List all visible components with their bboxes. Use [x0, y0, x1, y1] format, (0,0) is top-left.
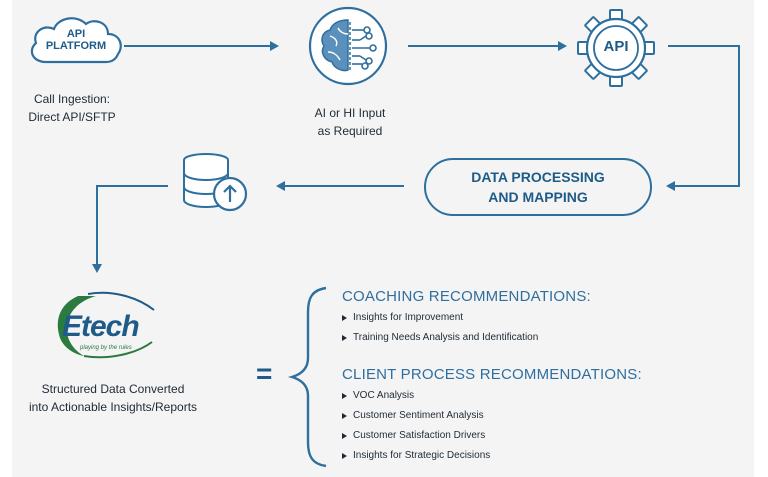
list-item: Customer Satisfaction Drivers: [342, 426, 490, 446]
api-platform-line1: API: [66, 28, 86, 40]
ingestion-line2: Direct API/SFTP: [28, 110, 116, 124]
bullet-triangle-icon: [342, 433, 347, 439]
data-processing-line1: DATA PROCESSING: [471, 169, 605, 185]
list-item: Insights for Improvement: [342, 308, 538, 328]
connector-cloud-brain: [124, 45, 272, 47]
list-item-text: Customer Satisfaction Drivers: [353, 430, 486, 441]
list-item: Customer Sentiment Analysis: [342, 406, 490, 426]
list-item-text: VOC Analysis: [353, 390, 415, 401]
equals-sign: =: [256, 358, 273, 389]
brain-icon: [308, 6, 388, 86]
curly-brace-icon: [287, 286, 327, 468]
database-upload-icon: [183, 153, 248, 212]
list-item: Insights for Strategic Decisions: [342, 446, 490, 466]
api-platform-label: API PLATFORM: [28, 16, 124, 64]
ai-input-line1: AI or HI Input: [314, 106, 386, 120]
arrow-head-left: [666, 181, 675, 191]
connector-gear-right: [668, 45, 740, 47]
connector-database-left: [96, 185, 168, 187]
client-process-heading: CLIENT PROCESS RECOMMENDATIONS:: [342, 366, 642, 383]
connector-processing-database: [284, 185, 404, 187]
list-item-text: Insights for Improvement: [353, 312, 464, 323]
arrow-head-down: [92, 264, 102, 273]
data-processing-box: DATA PROCESSING AND MAPPING: [424, 158, 652, 216]
gear-icon: [577, 9, 655, 87]
connector-down: [96, 185, 98, 265]
connector-to-processing: [674, 185, 740, 187]
list-item-text: Customer Sentiment Analysis: [353, 410, 484, 421]
diagram-canvas: [12, 0, 754, 477]
list-item: VOC Analysis: [342, 386, 490, 406]
structured-line1: Structured Data Converted: [41, 382, 185, 396]
bullet-triangle-icon: [342, 413, 347, 419]
bullet-triangle-icon: [342, 393, 347, 399]
api-platform-line2: PLATFORM: [45, 40, 107, 52]
arrow-head-right: [558, 41, 567, 51]
etech-logo-icon: [57, 291, 155, 359]
ai-input-line2: as Required: [317, 124, 383, 138]
list-item-text: Insights for Strategic Decisions: [353, 450, 491, 461]
bullet-triangle-icon: [342, 453, 347, 459]
connector-right-down: [738, 45, 740, 187]
client-process-list: VOC Analysis Customer Sentiment Analysis…: [342, 386, 490, 466]
ingestion-caption: Call Ingestion: Direct API/SFTP: [22, 90, 122, 126]
ai-input-caption: AI or HI Input as Required: [290, 104, 410, 140]
arrow-head-left: [276, 181, 285, 191]
bullet-triangle-icon: [342, 315, 347, 321]
data-processing-line2: AND MAPPING: [488, 189, 588, 205]
list-item: Training Needs Analysis and Identificati…: [342, 328, 538, 348]
structured-line2: into Actionable Insights/Reports: [28, 400, 198, 414]
coaching-heading: COACHING RECOMMENDATIONS:: [342, 288, 591, 305]
coaching-list: Insights for Improvement Training Needs …: [342, 308, 538, 348]
list-item-text: Training Needs Analysis and Identificati…: [353, 332, 539, 343]
connector-brain-gear: [408, 45, 560, 47]
ingestion-line1: Call Ingestion:: [33, 92, 111, 106]
bullet-triangle-icon: [342, 335, 347, 341]
api-gear-label: API: [603, 38, 629, 55]
etech-logo-name: Etech: [62, 310, 140, 343]
etech-tagline: playing by the rules: [80, 345, 132, 351]
structured-caption: Structured Data Converted into Actionabl…: [18, 380, 208, 416]
cloud-icon: [30, 17, 122, 64]
arrow-head-right: [270, 41, 279, 51]
